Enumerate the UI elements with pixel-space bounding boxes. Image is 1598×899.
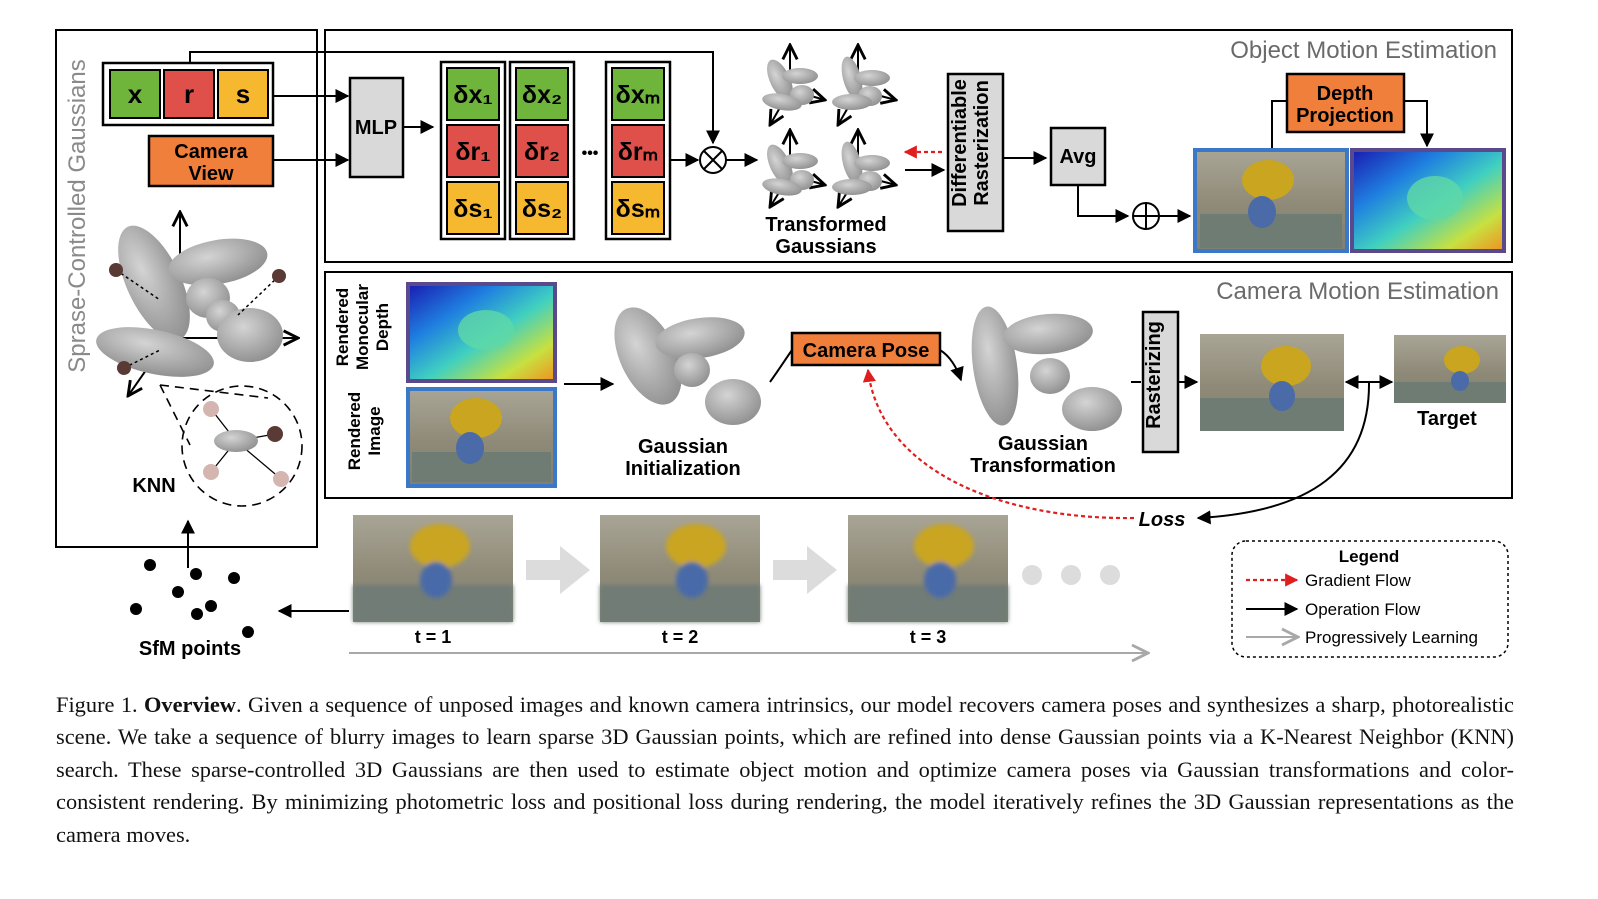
avg-label: Avg	[1059, 146, 1096, 168]
gaussian-initialization	[614, 307, 761, 425]
camera-view-box	[147, 134, 275, 188]
gaussian-init-label-1: Gaussian	[638, 436, 728, 458]
camera-motion-panel	[324, 271, 1513, 499]
gaussian-init-label-2: Initialization	[625, 458, 741, 480]
rendered-image-label-2: Image	[365, 406, 384, 455]
sfm-label: SfM points	[139, 638, 241, 660]
figure-caption: Figure 1. Overview. Given a sequence of …	[56, 689, 1514, 851]
r-label: r	[184, 79, 194, 109]
delta-r-m: δrₘ	[618, 138, 658, 166]
loss-gradient-arrow	[862, 368, 1135, 520]
delta-r-1: δr₁	[455, 138, 490, 166]
avg-to-plus-arrow	[1077, 185, 1130, 223]
blurry-frame-3	[848, 515, 1008, 622]
knn-label: KNN	[132, 475, 175, 497]
x-box	[109, 69, 161, 119]
delta-column-1	[439, 60, 507, 241]
depth-projection-label-1: Depth	[1317, 83, 1374, 105]
transformed-gaussians	[762, 45, 896, 207]
legend-progress-label: Progressively Learning	[1305, 628, 1478, 647]
progress-arrow-2	[773, 546, 837, 594]
object-motion-panel	[324, 29, 1513, 263]
legend-gradient-label: Gradient Flow	[1305, 571, 1412, 590]
object-motion-title: Object Motion Estimation	[1230, 37, 1497, 64]
object-rendered-image	[1193, 148, 1349, 253]
diff-raster-label-2: Rasterization	[971, 80, 993, 206]
rendered-depth-map	[406, 282, 557, 383]
frame-label-2: t = 2	[662, 627, 699, 647]
caption-text: . Given a sequence of unposed images and…	[56, 692, 1514, 847]
multiply-icon-cross-b	[703, 150, 723, 170]
transformed-label-2: Gaussians	[775, 236, 876, 258]
camera-view-label-2: View	[188, 163, 234, 185]
sparse-gaussian-cluster	[96, 212, 298, 396]
caption-bold: Overview	[143, 692, 236, 717]
rendered-depth-label-1: Rendered	[333, 288, 352, 366]
delta-column-2	[508, 60, 576, 241]
xrs-container	[101, 61, 275, 127]
blurry-frame-1	[353, 515, 513, 622]
depth-projection-box	[1285, 72, 1406, 134]
delta-column-m	[604, 60, 672, 241]
object-depth-map	[1350, 148, 1506, 253]
init-to-pose-curve	[769, 349, 793, 383]
compare-to-loss-arrow	[1196, 381, 1371, 525]
delta-s-2: δs₂	[522, 195, 562, 223]
depth-proj-to-depth-arrow	[1404, 100, 1434, 148]
more-frames-dots	[1022, 565, 1120, 585]
diff-raster-label-1: Differentiable	[949, 79, 971, 207]
image-to-depth-proj-line	[1271, 100, 1287, 148]
blurry-frame-2	[600, 515, 760, 622]
legend-title: Legend	[1339, 547, 1399, 566]
delta-ellipsis: •••	[582, 145, 599, 162]
gaussian-transformation	[971, 306, 1122, 431]
target-image	[1394, 335, 1506, 403]
rendered-image	[406, 387, 557, 488]
camera-output-image	[1200, 334, 1344, 431]
frame-label-3: t = 3	[910, 627, 947, 647]
rendered-depth-label-3: Depth	[373, 303, 392, 351]
rendered-depth-label-2: Monocular	[353, 284, 372, 370]
loss-label: Loss	[1139, 509, 1186, 531]
camera-view-label-1: Camera	[174, 141, 248, 163]
s-label: s	[236, 79, 250, 109]
overview-diagram: Sprase-Controlled Gaussians x r s Camera…	[55, 29, 1513, 680]
delta-x-1: δx₁	[453, 81, 492, 109]
progress-arrow-1	[526, 546, 590, 594]
pose-to-transform-curve	[939, 349, 964, 382]
camera-pose-box	[790, 331, 942, 367]
r-box	[163, 69, 215, 119]
delta-x-m: δxₘ	[616, 81, 661, 109]
left-panel-title: Sprase-Controlled Gaussians	[64, 59, 91, 373]
camera-pose-label: Camera Pose	[803, 340, 930, 362]
s-box	[217, 69, 269, 119]
avg-box	[1049, 126, 1107, 187]
gaussian-transform-label-1: Gaussian	[998, 433, 1088, 455]
sparse-gaussians-panel	[55, 29, 318, 548]
sfm-points	[130, 559, 254, 638]
delta-s-m: δsₘ	[616, 195, 661, 223]
delta-s-1: δs₁	[453, 195, 492, 223]
camera-motion-title: Camera Motion Estimation	[1216, 278, 1499, 305]
depth-projection-label-2: Projection	[1296, 105, 1394, 127]
differentiable-rasterization-box	[946, 72, 1005, 233]
mlp-label: MLP	[355, 117, 397, 139]
caption-prefix: Figure 1.	[56, 692, 144, 717]
legend-operation-label: Operation Flow	[1305, 600, 1421, 619]
rasterizing-box	[1141, 310, 1180, 454]
rasterizing-label: Rasterizing	[1143, 321, 1165, 429]
transformed-label-1: Transformed	[765, 214, 886, 236]
knn-illustration	[159, 384, 303, 507]
xrs-to-multiply-arrow	[189, 51, 720, 145]
frame-label-1: t = 1	[415, 627, 452, 647]
legend-box	[1231, 540, 1509, 658]
rendered-image-label-1: Rendered	[345, 392, 364, 470]
delta-x-2: δx₂	[522, 81, 562, 109]
delta-r-2: δr₂	[524, 138, 560, 166]
gaussian-transform-label-2: Transformation	[970, 455, 1116, 477]
x-label: x	[128, 79, 143, 109]
target-label: Target	[1417, 408, 1477, 430]
